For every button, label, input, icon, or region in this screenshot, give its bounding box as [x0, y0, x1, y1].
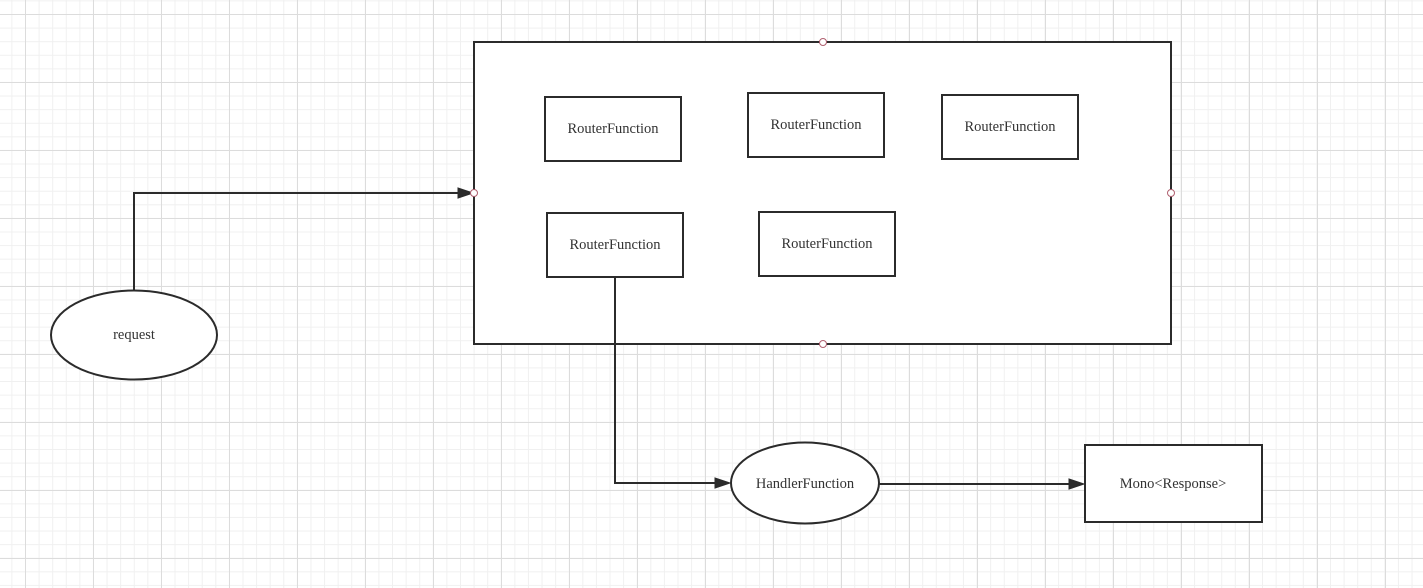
mono-response-node[interactable]: Mono<Response> [1084, 444, 1263, 523]
request-ellipse [50, 289, 218, 381]
container-handle-bottom[interactable] [819, 340, 827, 348]
router-function-node-5[interactable]: RouterFunction [758, 211, 896, 277]
handler-function-ellipse [730, 441, 880, 525]
router-function-box [546, 212, 684, 278]
router-function-box [941, 94, 1079, 160]
mono-response-label: Mono<Response> [1120, 476, 1227, 492]
handler-function-node[interactable]: HandlerFunction [730, 441, 880, 525]
container-handle-top[interactable] [819, 38, 827, 46]
router-function-label: RouterFunction [964, 119, 1056, 135]
router-function-box [758, 211, 896, 277]
request-label: request [113, 327, 155, 343]
router-function-label: RouterFunction [569, 237, 661, 253]
arrowhead [714, 477, 732, 489]
router-function-box [544, 96, 682, 162]
router-container[interactable] [473, 41, 1172, 345]
router-function-node-2[interactable]: RouterFunction [747, 92, 885, 158]
arrowhead [1068, 478, 1086, 490]
router-function-box [747, 92, 885, 158]
request-node[interactable]: request [50, 289, 218, 381]
router-function-node-1[interactable]: RouterFunction [544, 96, 682, 162]
container-handle-left[interactable] [470, 189, 478, 197]
router-function-label: RouterFunction [567, 121, 659, 137]
edge-request-to-routers[interactable] [133, 192, 460, 291]
edge-router-to-handler[interactable] [614, 277, 716, 484]
router-function-label: RouterFunction [781, 236, 873, 252]
mono-response-box [1084, 444, 1263, 523]
router-function-node-3[interactable]: RouterFunction [941, 94, 1079, 160]
arrowhead [457, 187, 475, 199]
container-handle-right[interactable] [1167, 189, 1175, 197]
handler-function-label: HandlerFunction [756, 476, 855, 492]
router-function-label: RouterFunction [770, 117, 862, 133]
router-function-node-4[interactable]: RouterFunction [546, 212, 684, 278]
